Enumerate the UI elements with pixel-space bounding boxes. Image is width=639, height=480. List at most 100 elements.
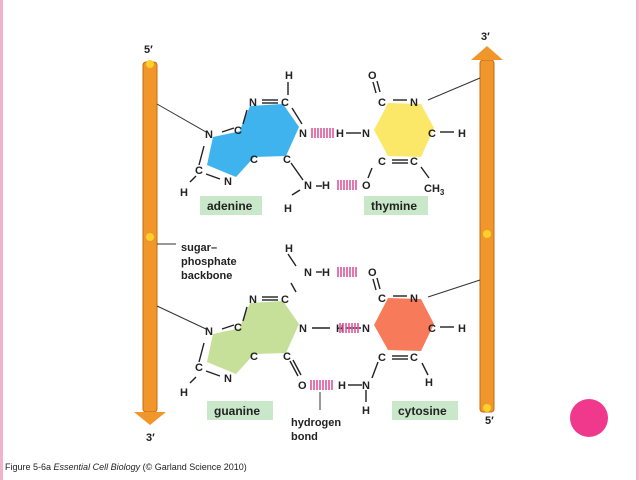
- atom-c: C: [428, 128, 436, 140]
- label-right-top: 3′: [481, 31, 490, 43]
- atom-c: C: [410, 156, 418, 168]
- atom-h: H: [362, 405, 370, 417]
- atom-c: C: [281, 97, 289, 109]
- label-right-bottom: 5′: [485, 415, 494, 427]
- atom-c: C: [281, 294, 289, 306]
- atom-c: C: [378, 156, 386, 168]
- atom-n: N: [249, 294, 257, 306]
- atom-c: C: [234, 125, 242, 137]
- label-left-bottom: 3′: [146, 432, 155, 444]
- atom-h: H: [322, 180, 330, 192]
- atom-n: N: [205, 326, 213, 338]
- atom-h: H: [336, 128, 344, 140]
- atom-c: C: [250, 154, 258, 166]
- caption-suffix: (© Garland Science 2010): [142, 462, 247, 472]
- cytosine-ring: [374, 298, 434, 351]
- guanine-bonds: [189, 253, 322, 384]
- right-backbone-node-bottom: [483, 404, 491, 412]
- cytosine-label: cytosine: [398, 404, 447, 418]
- hydrogen-bond: [337, 180, 357, 190]
- atom-n: N: [410, 97, 418, 109]
- guanine-six-ring: [240, 301, 299, 354]
- left-backbone-node-top: [146, 60, 154, 68]
- atom-h: H: [425, 377, 433, 389]
- thymine-label-box: [364, 196, 428, 215]
- hydrogen-bond: [310, 380, 333, 390]
- connector: [156, 103, 207, 133]
- atom-n: N: [362, 128, 370, 140]
- slide-border-left: [0, 0, 3, 480]
- accent-dot: [570, 399, 608, 437]
- atom-c: C: [410, 352, 418, 364]
- thymine-bonds: [367, 80, 454, 179]
- adenine-six-ring: [240, 104, 299, 157]
- atom-c: C: [378, 293, 386, 305]
- atom-n: N: [362, 323, 370, 335]
- guanine-label-box: [207, 401, 273, 420]
- caption-book-title: Essential Cell Biology: [53, 462, 141, 472]
- atom-h: H: [458, 323, 466, 335]
- methyl-group: CH3: [424, 183, 445, 197]
- caption-prefix: Figure 5-6a: [5, 462, 52, 472]
- atom-c: C: [428, 323, 436, 335]
- left-backbone-node-mid: [146, 233, 154, 241]
- adenine-five-ring: [207, 131, 256, 177]
- atom-n: N: [205, 129, 213, 141]
- hydrogen-bond-label-line-1: hydrogen: [291, 417, 341, 429]
- atom-n: N: [299, 128, 307, 140]
- guanine-label: guanine: [214, 404, 260, 418]
- hydrogen-bond: [311, 128, 334, 138]
- atom-h: H: [285, 70, 293, 82]
- cytosine-bonds: [365, 277, 454, 402]
- atom-h: H: [322, 267, 330, 279]
- figure-caption: Figure 5-6a Essential Cell Biology (© Ga…: [5, 462, 247, 472]
- atom-h: H: [285, 243, 293, 255]
- atom-c: C: [283, 154, 291, 166]
- atom-o: O: [298, 380, 307, 392]
- atom-o: O: [362, 180, 371, 192]
- atom-c: C: [234, 322, 242, 334]
- atom-c: C: [378, 352, 386, 364]
- connector: [156, 305, 207, 330]
- backbone-label-line-2: phosphate: [181, 256, 237, 268]
- right-backbone-node-mid: [483, 230, 491, 238]
- hydrogen-bond-label-line-2: bond: [291, 431, 318, 443]
- cytosine-label-box: [392, 401, 458, 420]
- atom-h: H: [458, 128, 466, 140]
- atom-n: N: [224, 373, 232, 385]
- atom-c: C: [250, 351, 258, 363]
- backbone-label-line-3: backbone: [181, 270, 232, 282]
- connector: [427, 77, 481, 101]
- left-backbone-arrow-down: [134, 412, 166, 425]
- adenine-label: adenine: [207, 199, 253, 213]
- atom-h: H: [338, 380, 346, 392]
- atom-c: C: [195, 362, 203, 374]
- atom-h: H: [180, 187, 188, 199]
- atom-c: C: [378, 97, 386, 109]
- atom-h: H: [284, 203, 292, 215]
- atom-o: O: [368, 267, 377, 279]
- connector: [427, 279, 481, 298]
- adenine-label-box: [200, 196, 262, 215]
- guanine-five-ring: [207, 328, 256, 374]
- label-left-top: 5′: [144, 44, 153, 56]
- atom-n: N: [304, 267, 312, 279]
- thymine-label: thymine: [371, 199, 417, 213]
- right-backbone-arrow-up: [471, 46, 503, 60]
- atom-n: N: [299, 323, 307, 335]
- adenine-bonds: [189, 82, 304, 196]
- backbone-label-line-1: sugar–: [181, 242, 217, 254]
- atom-n: N: [249, 97, 257, 109]
- hydrogen-bond: [337, 267, 357, 277]
- slide-border-right: [636, 0, 639, 480]
- atom-n: N: [362, 380, 370, 392]
- atom-c: C: [195, 165, 203, 177]
- base-pairing-diagram: 5′ 3′ 3′ 5′ sugar– phosphate backbone H …: [134, 31, 503, 444]
- atom-c: C: [283, 351, 291, 363]
- hydrogen-bond: [339, 323, 359, 333]
- thymine-ring: [374, 103, 434, 157]
- atom-h: H: [180, 387, 188, 399]
- atom-o: O: [368, 70, 377, 82]
- atom-n: N: [304, 180, 312, 192]
- atom-n: N: [224, 176, 232, 188]
